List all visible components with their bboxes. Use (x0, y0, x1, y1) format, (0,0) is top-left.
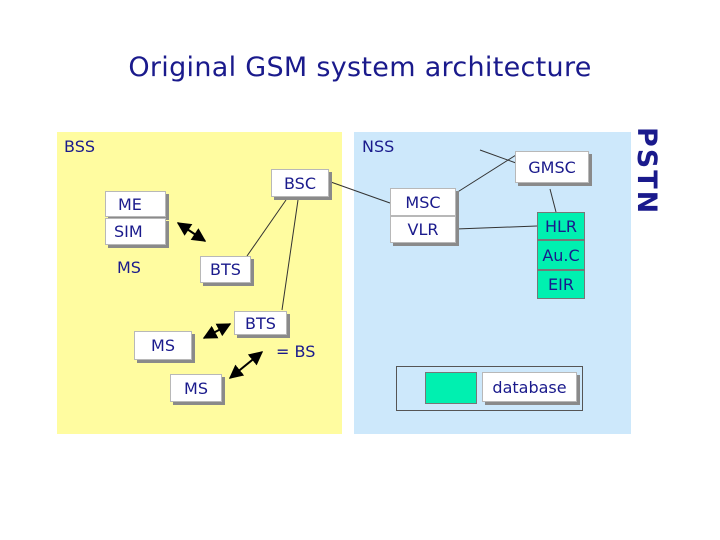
link-vlr-hlr (455, 225, 538, 230)
bts-lower-box: BTS (234, 311, 287, 335)
link-bsc-msc (327, 180, 391, 204)
ms-bottom-box: MS (170, 374, 222, 402)
bs-equivalence-label: = BS (276, 342, 316, 361)
bts-upper-box: BTS (200, 256, 251, 283)
page-title: Original GSM system architecture (128, 52, 592, 83)
sim-box: SIM (105, 218, 166, 245)
bsc-box: BSC (271, 169, 329, 197)
air-link-ms-bts (176, 222, 207, 242)
vlr-box: VLR (390, 216, 456, 243)
link-bts-bsc (246, 199, 287, 257)
eir-database: EIR (537, 270, 585, 299)
pstn-label: PSTN (631, 127, 662, 216)
air-link-ms-bts-lower (202, 323, 232, 339)
link-msc-gmsc (455, 154, 517, 194)
legend-database-swatch (425, 372, 477, 404)
air-link-ms-bottom (228, 351, 264, 379)
msc-box: MSC (390, 188, 456, 216)
nss-label: NSS (362, 137, 395, 156)
gmsc-box: GMSC (515, 151, 589, 183)
legend-frame (396, 366, 583, 411)
hlr-database: HLR (537, 212, 585, 240)
ms-main-label: MS (117, 258, 141, 277)
bss-label: BSS (64, 137, 96, 156)
legend-database-label: database (482, 372, 577, 402)
link-gmsc-hlr (549, 188, 557, 213)
ms-mid-box: MS (134, 331, 192, 360)
link-gmsc-out (479, 149, 517, 164)
auc-database: Au.C (537, 240, 585, 270)
me-box: ME (105, 191, 166, 217)
link-bsc-bts-lower (281, 199, 299, 311)
